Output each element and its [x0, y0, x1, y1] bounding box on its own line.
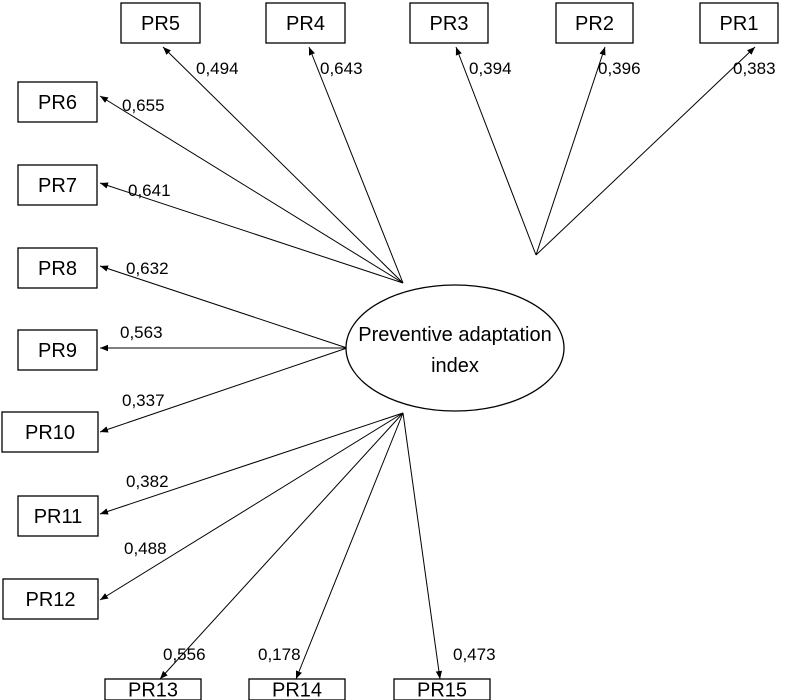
indicator-label-pr11: PR11 — [34, 506, 83, 528]
edge-pr15 — [402, 412, 443, 680]
indicator-box-pr14 — [248, 678, 346, 700]
indicator-box-pr9 — [17, 329, 98, 371]
indicator-box-pr3 — [409, 2, 489, 44]
indicator-label-pr7: PR7 — [38, 175, 77, 197]
indicator-pr13: PR13 — [104, 678, 202, 700]
edge-pr6 — [99, 95, 404, 284]
indicator-label-pr9: PR9 — [38, 340, 77, 362]
loading-label-pr10: 0,337 — [122, 391, 165, 410]
indicator-pr11: PR11 — [17, 495, 99, 537]
preventive-adaptation-index-ellipse — [345, 284, 565, 412]
indicator-box-pr4 — [265, 2, 346, 44]
indicator-label-pr2: PR2 — [575, 13, 614, 35]
indicator-pr3: PR3 — [409, 2, 489, 44]
edge-pr13 — [159, 412, 404, 680]
loading-label-pr15: 0,473 — [453, 645, 496, 664]
loading-label-pr11: 0,382 — [126, 472, 169, 491]
indicator-pr9: PR9 — [17, 329, 98, 371]
indicator-box-pr10 — [1, 411, 99, 453]
edge-pr2 — [535, 46, 606, 256]
indicator-box-pr1 — [699, 2, 779, 44]
indicator-box-pr11 — [17, 495, 99, 537]
edge-pr4 — [308, 46, 404, 284]
indicator-pr10: PR10 — [1, 411, 99, 453]
edge-pr3 — [455, 46, 537, 256]
edge-pr11 — [99, 412, 404, 515]
indicator-pr7: PR7 — [17, 164, 98, 206]
indicator-box-pr13 — [104, 678, 202, 700]
preventive-adaptation-index-node: Preventive adaptation index — [345, 284, 565, 412]
edge-pr5 — [162, 46, 404, 284]
loading-label-pr5: 0,494 — [196, 59, 239, 78]
loading-label-pr9: 0,563 — [120, 323, 163, 342]
indicator-pr6: PR6 — [17, 81, 98, 123]
edge-pr7 — [99, 182, 404, 284]
loading-label-pr1: 0,383 — [733, 59, 776, 78]
indicator-box-pr2 — [555, 2, 634, 44]
indicator-pr8: PR8 — [17, 247, 98, 289]
edge-pr12 — [99, 412, 404, 601]
indicator-box-pr5 — [120, 2, 201, 44]
indicator-box-pr15 — [393, 678, 491, 700]
indicator-box-pr8 — [17, 247, 98, 289]
indicator-label-pr1: PR1 — [720, 13, 759, 35]
indicator-pr15: PR15 — [393, 678, 491, 700]
indicator-label-pr10: PR10 — [25, 422, 75, 444]
loading-label-pr6: 0,655 — [122, 96, 165, 115]
indicator-label-pr12: PR12 — [25, 589, 75, 611]
edge-pr10 — [99, 347, 348, 433]
indicator-pr4: PR4 — [265, 2, 346, 44]
indicator-label-pr5: PR5 — [141, 13, 180, 35]
indicator-label-pr4: PR4 — [286, 13, 325, 35]
edge-pr8 — [99, 265, 348, 349]
indicator-pr2: PR2 — [555, 2, 634, 44]
indicator-label-pr13: PR13 — [128, 680, 178, 700]
indicator-label-pr8: PR8 — [38, 258, 77, 280]
loading-label-pr7: 0,641 — [128, 181, 171, 200]
loading-label-pr2: 0,396 — [598, 59, 641, 78]
indicator-pr1: PR1 — [699, 2, 779, 44]
edge-pr14 — [295, 412, 404, 680]
indicator-box-pr12 — [2, 578, 99, 620]
indicator-box-pr6 — [17, 81, 98, 123]
loading-label-pr12: 0,488 — [124, 539, 167, 558]
center-label-line1: Preventive adaptation — [358, 324, 551, 346]
indicator-pr12: PR12 — [2, 578, 99, 620]
indicator-label-pr15: PR15 — [417, 680, 467, 700]
indicator-label-pr6: PR6 — [38, 92, 77, 114]
loading-label-pr14: 0,178 — [258, 645, 301, 664]
edge-pr1 — [535, 46, 756, 256]
indicator-box-pr7 — [17, 164, 98, 206]
loading-label-pr8: 0,632 — [126, 259, 169, 278]
indicator-pr14: PR14 — [248, 678, 346, 700]
indicator-label-pr3: PR3 — [430, 13, 469, 35]
center-label-line2: index — [431, 355, 479, 377]
indicator-pr5: PR5 — [120, 2, 201, 44]
loading-label-pr3: 0,394 — [469, 59, 512, 78]
loading-label-pr13: 0,556 — [163, 645, 206, 664]
loading-label-pr4: 0,643 — [320, 59, 363, 78]
indicator-label-pr14: PR14 — [272, 680, 322, 700]
